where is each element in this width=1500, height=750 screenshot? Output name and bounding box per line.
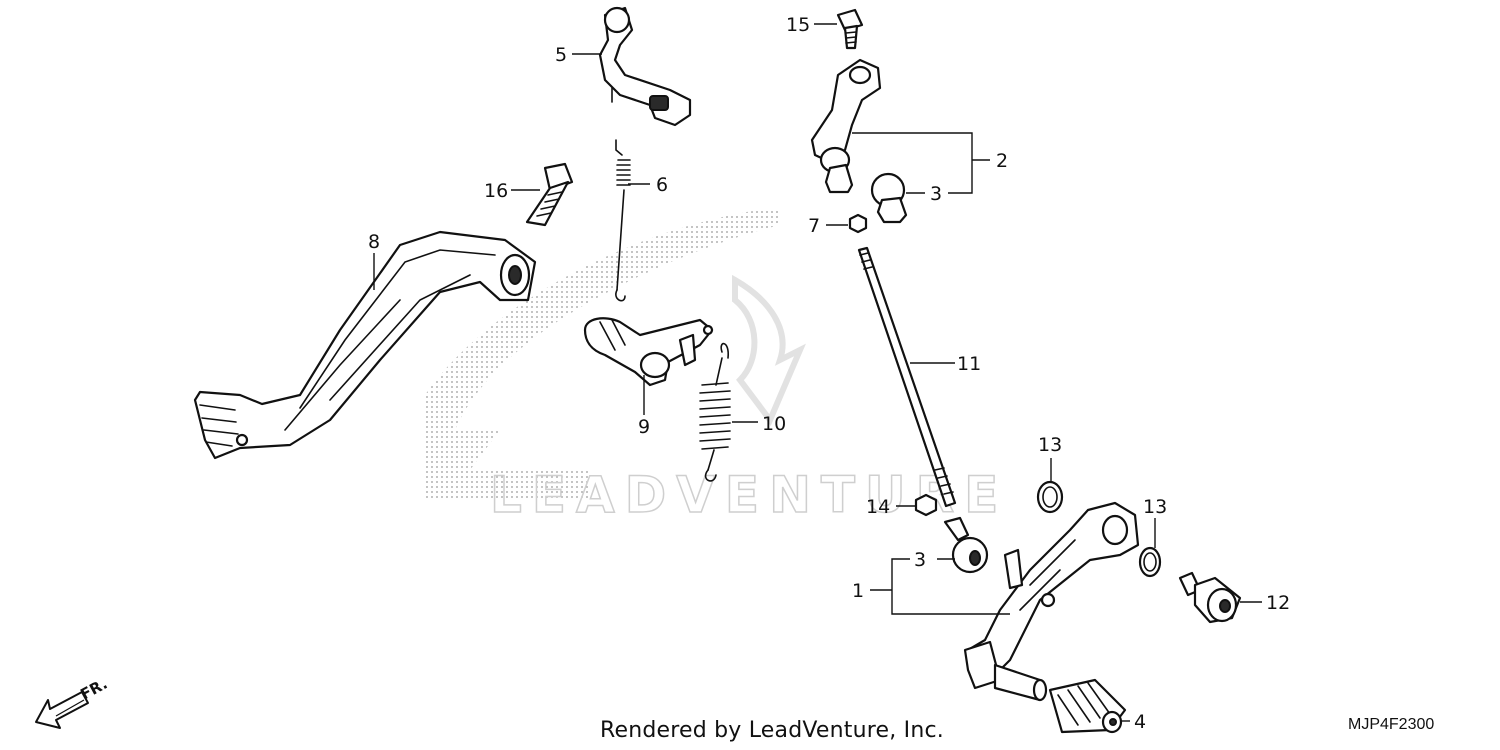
callout-13-lower: 13 bbox=[1143, 496, 1167, 518]
callout-2: 2 bbox=[996, 150, 1008, 172]
callout-4: 4 bbox=[1134, 711, 1146, 733]
callout-11: 11 bbox=[957, 353, 981, 375]
callout-8: 8 bbox=[368, 231, 380, 253]
callout-3-upper: 3 bbox=[930, 183, 942, 205]
part-3-ball-joint-lower bbox=[943, 516, 989, 574]
part-6-spring-small bbox=[615, 139, 631, 302]
callout-6: 6 bbox=[656, 174, 668, 196]
callout-9: 9 bbox=[638, 416, 650, 438]
callout-14: 14 bbox=[866, 496, 890, 518]
part-8-brake-pedal bbox=[193, 230, 537, 460]
part-15-bolt bbox=[836, 8, 864, 50]
callout-12: 12 bbox=[1266, 592, 1290, 614]
part-2-shift-rod-assembly bbox=[810, 58, 908, 224]
diagram-code: MJP4F2300 bbox=[1348, 716, 1435, 733]
part-4-pedal-rubber bbox=[1048, 678, 1127, 734]
watermark-text: LEADVENTURE bbox=[490, 466, 1008, 524]
part-12-pivot-bolt bbox=[1178, 571, 1242, 624]
part-7-nut bbox=[848, 213, 868, 234]
part-10-spring bbox=[699, 342, 731, 482]
part-13-washer-b bbox=[1138, 546, 1162, 578]
wing-logo-watermark-shadow bbox=[732, 274, 806, 426]
callout-5: 5 bbox=[555, 44, 567, 66]
wing-logo-watermark bbox=[425, 208, 780, 500]
part-13-washer-a bbox=[1036, 480, 1064, 514]
callout-15: 15 bbox=[786, 14, 810, 36]
part-5-shift-arm bbox=[598, 6, 692, 127]
callout-10: 10 bbox=[762, 413, 786, 435]
callout-13-upper: 13 bbox=[1038, 434, 1062, 456]
callout-labels: 5 16 8 6 9 10 15 2 3 7 11 13 13 14 3 1 1… bbox=[368, 14, 1290, 733]
callout-16: 16 bbox=[484, 180, 508, 202]
front-direction-indicator: FR. bbox=[35, 675, 110, 729]
footer-credit: Rendered by LeadVenture, Inc. bbox=[600, 718, 944, 743]
part-9-stopper-arm bbox=[583, 317, 714, 387]
part-11-shift-rod bbox=[857, 246, 957, 508]
front-arrow-icon bbox=[35, 691, 89, 729]
part-14-nut bbox=[914, 493, 938, 517]
part-16-bolt bbox=[525, 162, 574, 227]
callout-1: 1 bbox=[852, 580, 864, 602]
part-1-gearshift-pedal bbox=[963, 501, 1140, 702]
leadventure-watermark: LEADVENTURE bbox=[425, 208, 1008, 525]
callout-3-lower: 3 bbox=[914, 549, 926, 571]
callout-7: 7 bbox=[808, 215, 820, 237]
leader-lines bbox=[373, 23, 1262, 722]
